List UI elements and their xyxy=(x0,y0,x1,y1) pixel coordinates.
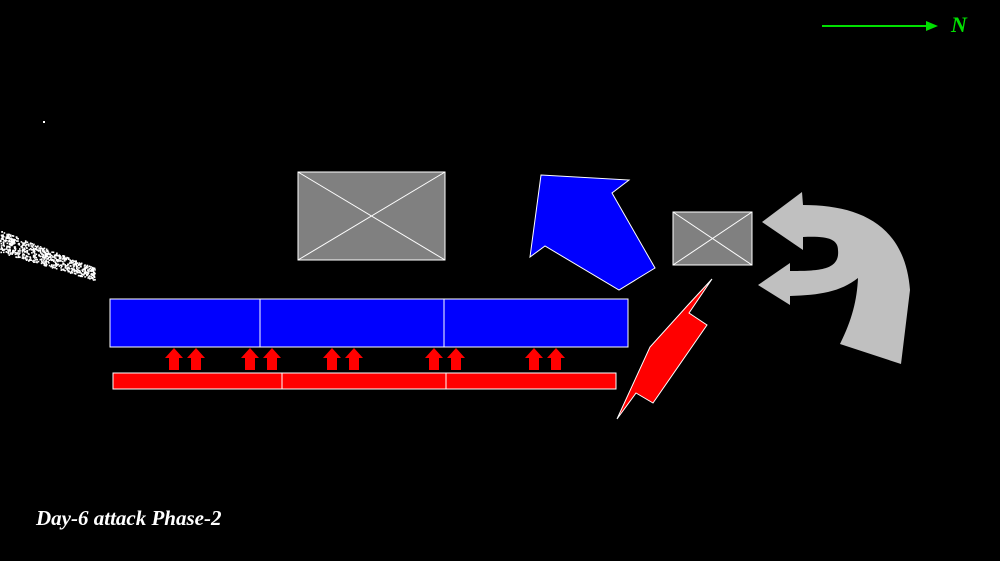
red-up-arrow-icon xyxy=(323,348,341,370)
red-up-arrow-icon xyxy=(165,348,183,370)
north-arrow xyxy=(822,21,938,31)
blue-line xyxy=(109,298,629,348)
red-up-arrow-icon xyxy=(263,348,281,370)
terrain-dot xyxy=(43,121,45,123)
red-attack-arrows xyxy=(165,348,565,370)
map-caption: Day-6 attack Phase-2 xyxy=(36,506,222,530)
red-up-arrow-icon xyxy=(525,348,543,370)
arrowhead-icon xyxy=(926,21,938,31)
red-up-arrow-icon xyxy=(187,348,205,370)
red-line xyxy=(112,372,617,390)
unit-box-small xyxy=(672,211,753,266)
terrain-speckle xyxy=(0,231,96,281)
red-up-arrow-icon xyxy=(547,348,565,370)
red-up-arrow-icon xyxy=(425,348,443,370)
blue-advance-arrow xyxy=(529,174,656,291)
gray-uturn-arrow xyxy=(758,192,910,364)
unit-box-large xyxy=(297,171,446,261)
red-up-arrow-icon xyxy=(447,348,465,370)
red-up-arrow-icon xyxy=(345,348,363,370)
red-flank-arrow xyxy=(616,278,713,420)
north-label: N xyxy=(951,12,967,37)
red-up-arrow-icon xyxy=(241,348,259,370)
